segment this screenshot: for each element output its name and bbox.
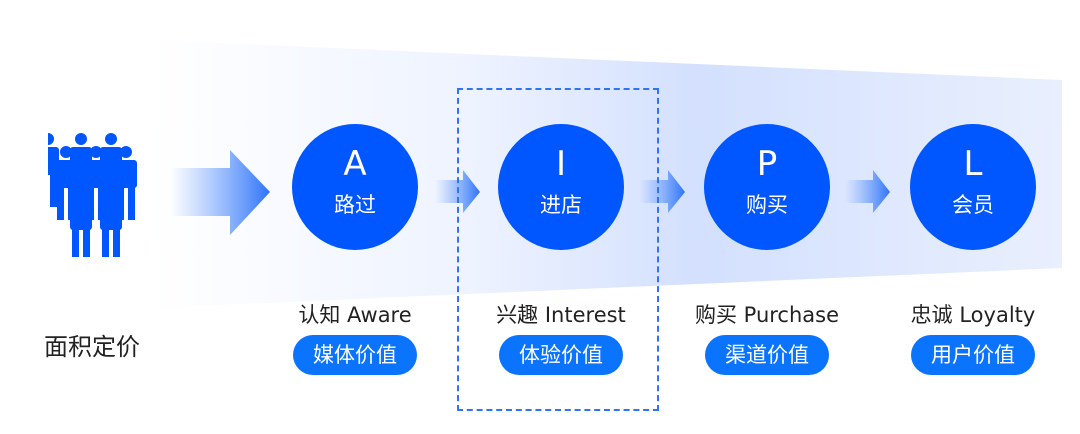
stage-name: 路过: [334, 193, 376, 217]
stage-letter: P: [756, 144, 778, 184]
value-badge: 媒体价值: [293, 335, 417, 375]
stage-label: 兴趣 Interest: [496, 303, 626, 327]
area-pricing-label: 面积定价: [44, 333, 140, 361]
value-badge: 渠道价值: [705, 335, 829, 375]
small-arrow-icon: [640, 170, 685, 213]
stage-circle-loyalty: L 会员: [910, 124, 1036, 250]
stage-letter: I: [555, 144, 567, 184]
value-badge: 用户价值: [911, 335, 1035, 375]
highlight-dashed-box: [457, 88, 659, 411]
value-badge: 体验价值: [499, 335, 623, 375]
small-arrow-icon: [845, 170, 890, 213]
stage-letter: L: [963, 144, 983, 184]
stage-label: 购买 Purchase: [694, 303, 840, 327]
stage-circle-interest: I 进店: [498, 124, 624, 250]
stage-circle-aware: A 路过: [292, 124, 418, 250]
stage-circle-purchase: P 购买: [704, 124, 830, 250]
big-arrow-icon: [170, 150, 270, 235]
stage-label: 认知 Aware: [298, 303, 412, 327]
stage-label: 忠诚 Loyalty: [910, 303, 1036, 327]
stage-letter: A: [343, 144, 367, 184]
crowd-icon: [48, 133, 137, 257]
stage-name: 进店: [540, 193, 582, 217]
stage-name: 会员: [952, 193, 994, 217]
stage-name: 购买: [746, 193, 788, 217]
